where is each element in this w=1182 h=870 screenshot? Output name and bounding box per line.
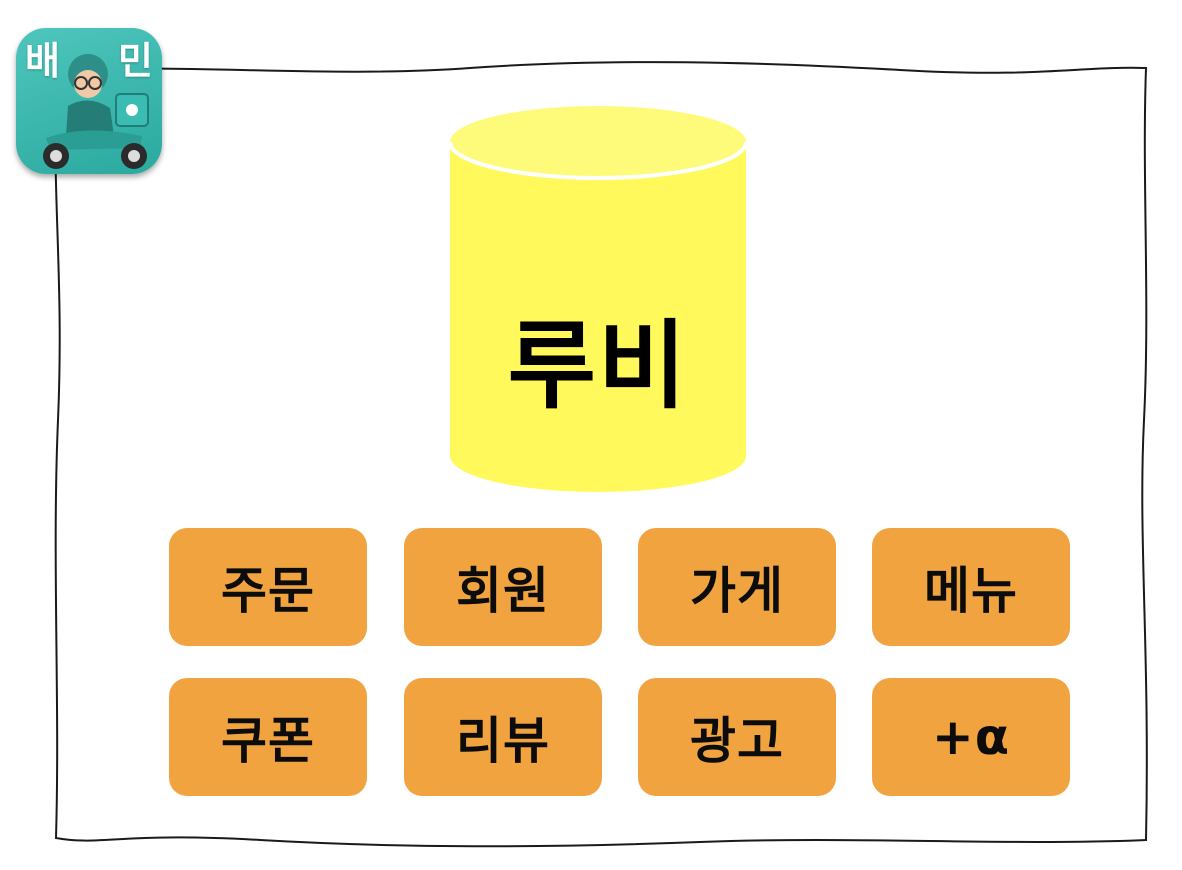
button-plus-alpha[interactable]: +α [872, 678, 1070, 796]
button-ad[interactable]: 광고 [638, 678, 836, 796]
database-cylinder: 루비 [440, 96, 756, 496]
baemin-app-icon: 배 민 [16, 28, 162, 174]
rider-scooter-icon [43, 54, 149, 169]
button-order[interactable]: 주문 [169, 528, 367, 646]
database-label: 루비 [507, 310, 689, 422]
button-menu[interactable]: 메뉴 [872, 528, 1070, 646]
button-store[interactable]: 가게 [638, 528, 836, 646]
button-coupon[interactable]: 쿠폰 [169, 678, 367, 796]
logo-text-left: 배 [25, 39, 60, 83]
button-review[interactable]: 리뷰 [404, 678, 602, 796]
logo-text-right: 민 [118, 39, 153, 83]
button-member[interactable]: 회원 [404, 528, 602, 646]
